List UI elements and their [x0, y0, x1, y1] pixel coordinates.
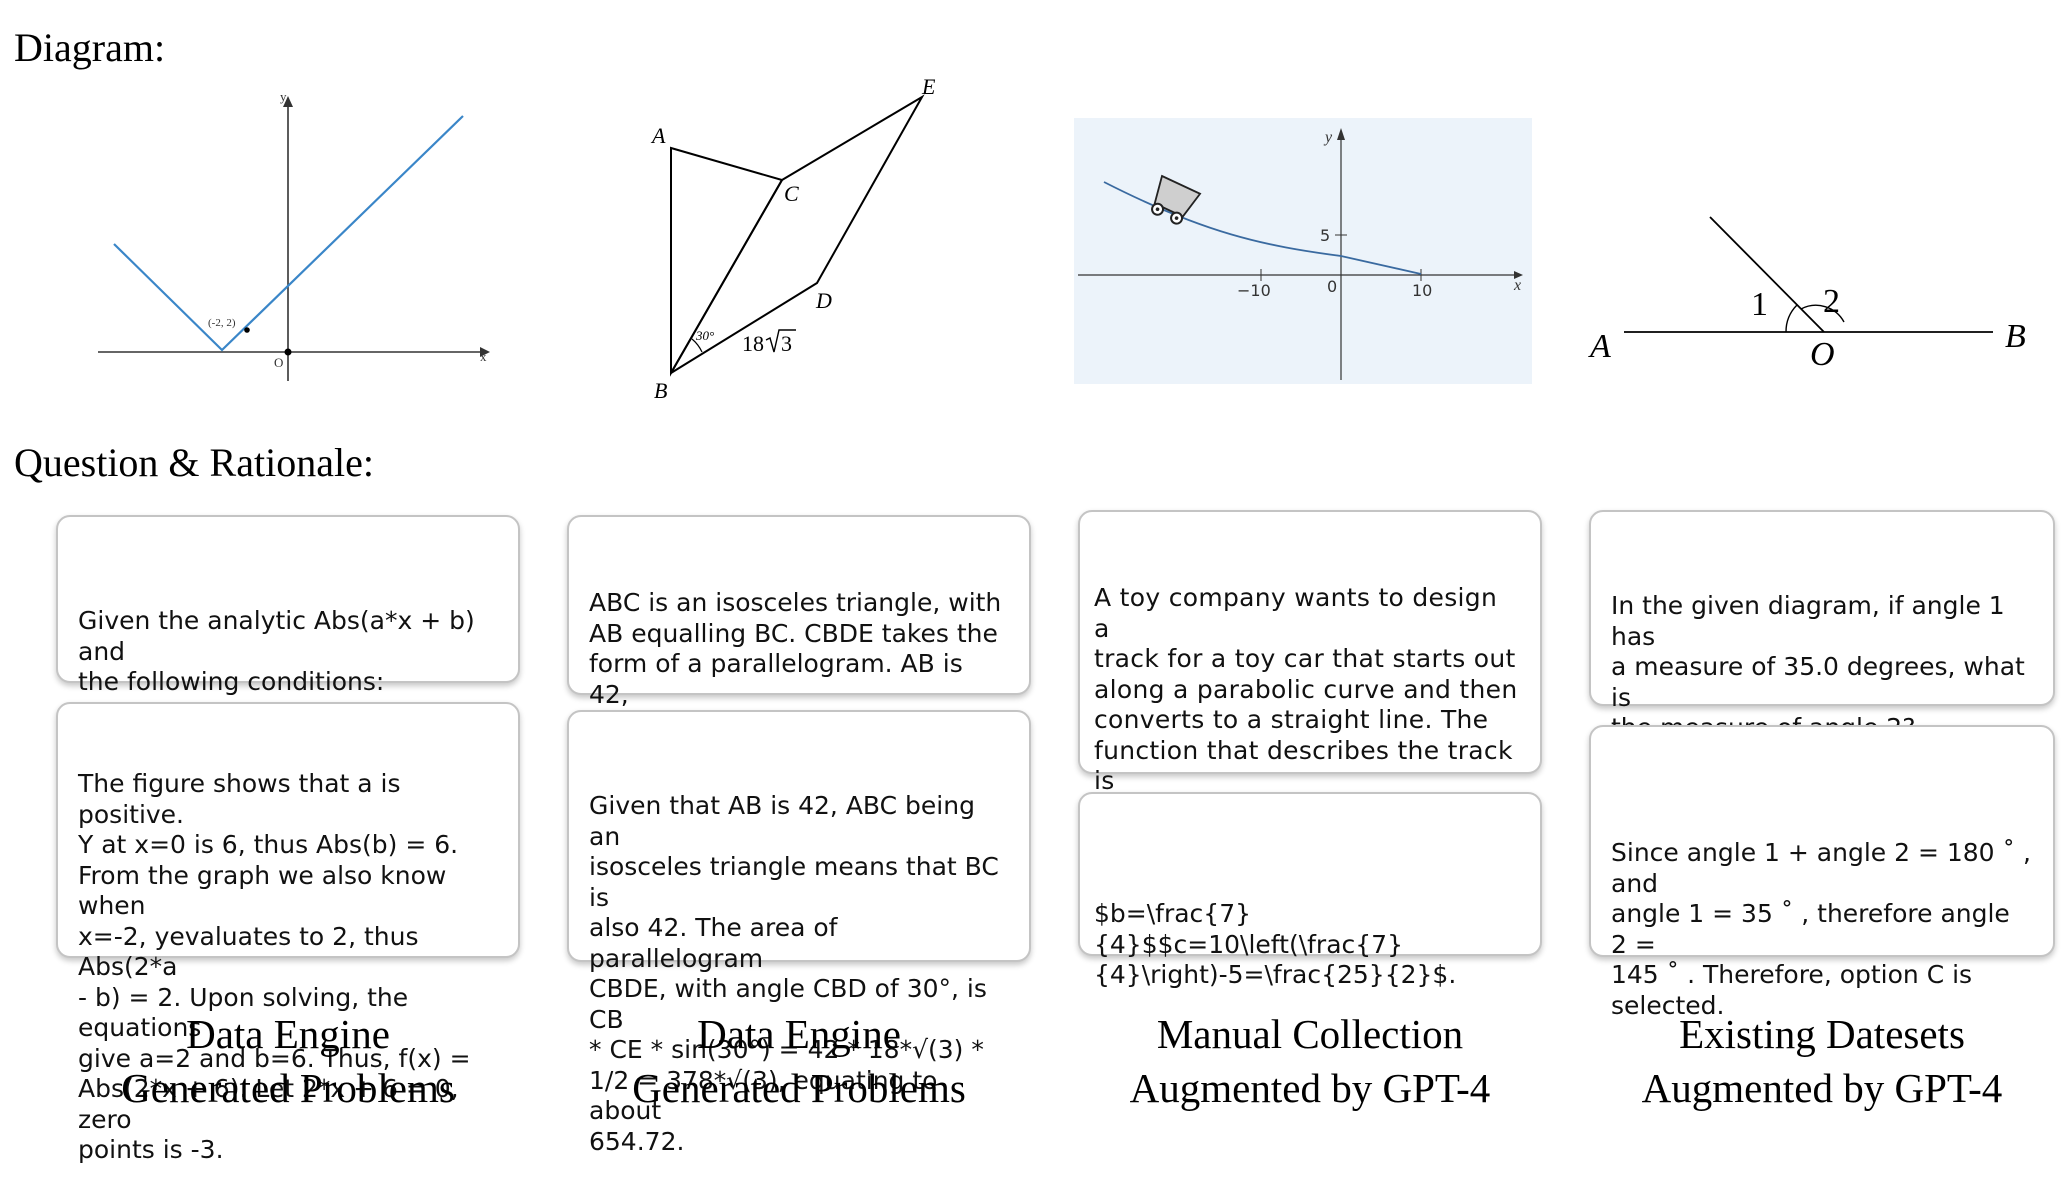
caption-2-line-1: Data Engine [697, 1011, 901, 1057]
diagram-heading: Diagram: [14, 25, 166, 70]
caption-4-line-1: Existing Datesets [1679, 1011, 1965, 1057]
y-axis-arrow [1337, 128, 1345, 140]
point-a: A [1588, 328, 1611, 365]
angle-2-arc [1800, 304, 1845, 323]
parallelogram-cbde [670, 94, 925, 374]
caption-1-line-1: Data Engine [186, 1011, 390, 1057]
vertex-a: A [650, 123, 666, 148]
rationale-card-3: $b=\frac{7}{4}$$c=10\left(\frac{7} {4}\r… [1078, 792, 1542, 989]
track-curve [1103, 181, 1422, 275]
y-axis-label: y [280, 89, 287, 104]
question-rationale-heading: Question & Rationale: [14, 440, 374, 485]
radical-sign [765, 329, 796, 353]
diagram-angles: A B O 1 2 [1588, 216, 2026, 373]
caption-3-line-2: Augmented by GPT-4 [1129, 1065, 1491, 1111]
abs-curve [113, 115, 464, 352]
origin-label: O [274, 355, 283, 370]
diagram-track: −10 0 10 5 x y [1074, 118, 1532, 384]
tick-label-5: 5 [1320, 226, 1330, 245]
question-card-3: A toy company wants to design a track fo… [1078, 510, 1542, 917]
side-label-prefix: 18 [742, 331, 764, 356]
tick-label-0: 0 [1327, 277, 1337, 296]
diagram-abs-graph: x y O (-2, 2) [98, 89, 490, 381]
caption-4: Existing Datesets Augmented by GPT-4 [1567, 1007, 2064, 1115]
caption-2-line-2: Generated Problems [632, 1065, 966, 1111]
caption-1-line-2: Generated Problems [121, 1065, 455, 1111]
question-card-1: Given the analytic Abs(a*x + b) and the … [56, 515, 520, 757]
toy-car-icon [1151, 174, 1202, 225]
x-axis-arrow [480, 347, 490, 357]
rationale-text-3: $b=\frac{7}{4}$$c=10\left(\frac{7} {4}\r… [1094, 899, 1457, 989]
vertex-b: B [654, 378, 667, 403]
question-card-2: ABC is an isosceles triangle, with AB eq… [567, 515, 1031, 800]
angle-1-arc [1785, 304, 1798, 333]
point-label: (-2, 2) [208, 317, 236, 329]
tick-label-10: 10 [1412, 281, 1432, 300]
caption-3-line-1: Manual Collection [1156, 1011, 1464, 1057]
angle-2-label: 2 [1823, 283, 1840, 320]
angle-label: 30° [695, 328, 714, 343]
vertex-e: E [921, 74, 936, 99]
caption-4-line-2: Augmented by GPT-4 [1641, 1065, 2003, 1111]
ray-oc [1709, 216, 1825, 333]
rationale-text-1: The figure shows that a is positive. Y a… [78, 769, 471, 1164]
vertex-d: D [815, 288, 832, 313]
point-b: B [2005, 318, 2026, 355]
y-axis-arrow [283, 96, 293, 107]
caption-1: Data Engine Generated Problems [33, 1007, 543, 1115]
x-axis-label: x [480, 349, 487, 364]
tick-label-neg10: −10 [1237, 281, 1271, 300]
diagram-parallelogram: A B C D E 30° 18 3 [650, 74, 936, 403]
rationale-text-2: Given that AB is 42, ABC being an isosce… [589, 791, 999, 1156]
angle-arc [691, 338, 703, 353]
side-label-root: 3 [781, 331, 792, 356]
angle-1-label: 1 [1751, 286, 1768, 323]
rationale-card-1: The figure shows that a is positive. Y a… [56, 702, 520, 1164]
question-card-4: In the given diagram, if angle 1 has a m… [1589, 510, 2055, 803]
x-axis-arrow [1514, 271, 1523, 279]
rationale-card-2: Given that AB is 42, ABC being an isosce… [567, 710, 1031, 1156]
point-marker [244, 327, 250, 333]
caption-3: Manual Collection Augmented by GPT-4 [1055, 1007, 1565, 1115]
vertex-c: C [784, 181, 799, 206]
caption-2: Data Engine Generated Problems [544, 1007, 1054, 1115]
rationale-text-4: Since angle 1 + angle 2 = 180 ˚ , and an… [1611, 838, 2031, 1020]
y-axis-label: y [1323, 129, 1333, 146]
y-intercept-marker [284, 348, 292, 356]
point-o: O [1810, 336, 1835, 373]
rationale-card-4: Since angle 1 + angle 2 = 180 ˚ , and an… [1589, 725, 2055, 1020]
x-axis-label: x [1513, 277, 1521, 294]
